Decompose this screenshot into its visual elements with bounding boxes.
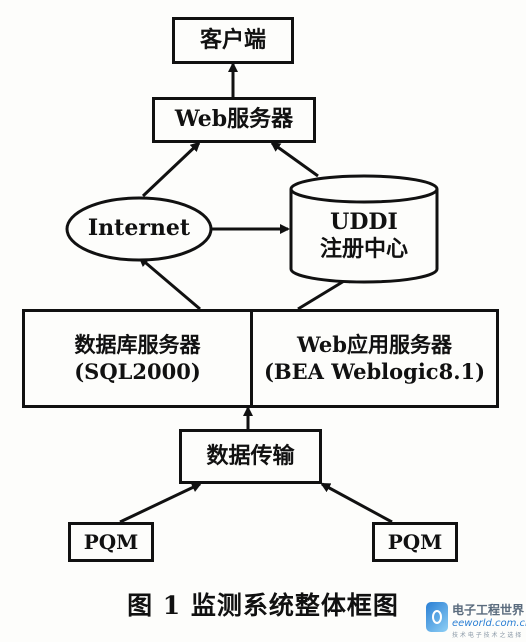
data-transfer-box: 数据传输 [179, 429, 322, 484]
uddi-label-line1: UDDI [330, 208, 398, 235]
pqm-left-label: PQM [83, 529, 139, 554]
internet-ellipse [65, 196, 213, 262]
web-server-box: Web服务器 [152, 97, 316, 143]
data-transfer-label: 数据传输 [206, 442, 295, 469]
arrow-uddi-to-webserver [270, 141, 319, 178]
internet-label-wrap: Internet [67, 208, 211, 250]
client-box: 客户端 [172, 17, 294, 64]
web-app-server-label-line1: Web应用服务器 [297, 332, 452, 358]
pqm-right-box: PQM [372, 522, 458, 562]
web-app-server-box: Web应用服务器 (BEA Weblogic8.1) [250, 309, 499, 408]
watermark-line1: 电子工程世界 [452, 603, 525, 617]
db-server-box: 数据库服务器 (SQL2000) [22, 309, 253, 408]
uddi-label-wrap: UDDI 注册中心 [291, 204, 437, 268]
arrow-server-to-internet [138, 256, 201, 311]
web-app-server-label-line2: (BEA Weblogic8.1) [263, 358, 486, 384]
db-server-label-line1: 数据库服务器 [74, 332, 201, 358]
uddi-cylinder [289, 174, 439, 284]
db-server-label-line2: (SQL2000) [74, 358, 201, 384]
watermark-line2: eeworld.com.cn [452, 618, 526, 629]
eeworld-logo-icon [426, 602, 448, 632]
internet-label: Internet [87, 215, 191, 242]
web-server-label: Web服务器 [174, 106, 294, 133]
watermark: 电子工程世界 eeworld.com.cn 技 术 电 子 技 术 之 选 择 [426, 598, 526, 639]
arrow-pqm-right-to-datatransfer [320, 482, 393, 524]
client-label: 客户端 [199, 26, 266, 53]
pqm-right-label: PQM [387, 529, 443, 554]
arrow-pqm-left-to-datatransfer [119, 482, 202, 524]
arrow-internet-to-webserver [141, 141, 201, 198]
watermark-line3: 技 术 电 子 技 术 之 选 择 [452, 632, 522, 639]
figure-caption: 图 1 监测系统整体框图 [127, 591, 399, 620]
pqm-left-box: PQM [68, 522, 154, 562]
uddi-label-line2: 注册中心 [319, 236, 408, 262]
